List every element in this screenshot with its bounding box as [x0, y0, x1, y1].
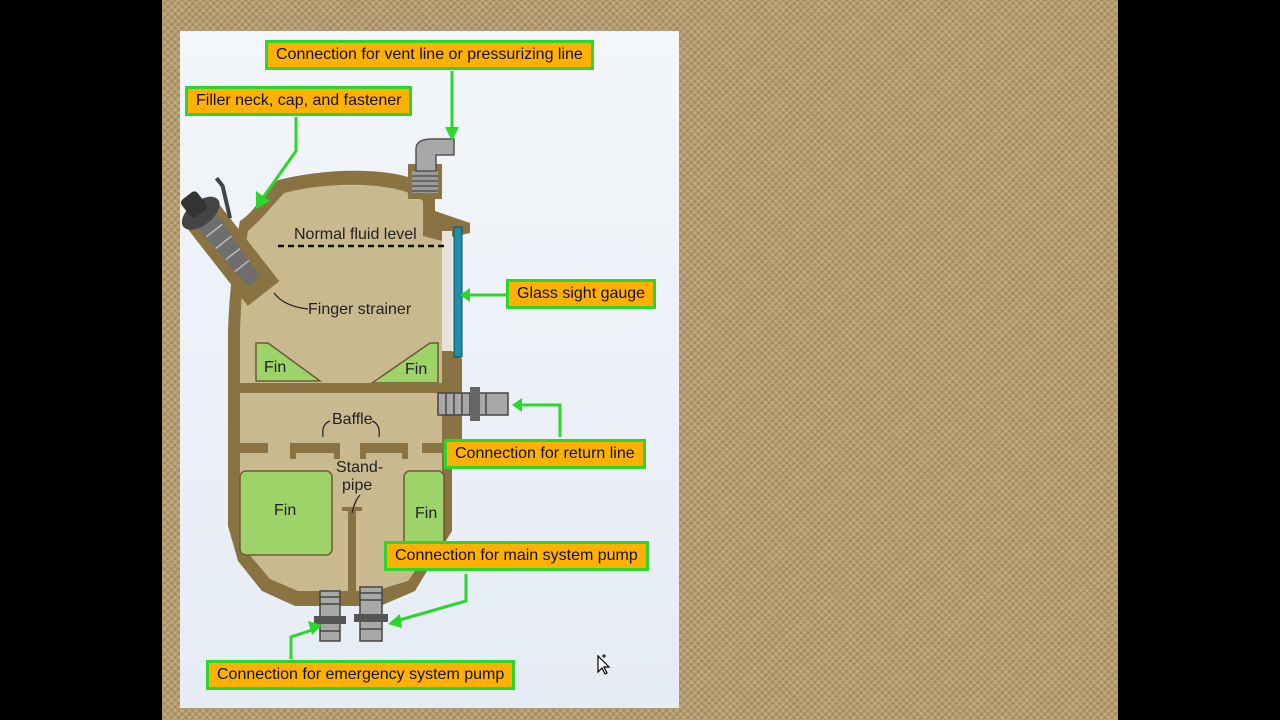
fluid-level-label: Normal fluid level [294, 226, 417, 243]
fin-bottom-left [239, 470, 333, 556]
fin-label-bottom-left: Fin [274, 502, 297, 519]
callout-return-line: Connection for return line [444, 439, 646, 469]
fin-label-bottom-right: Fin [415, 505, 438, 522]
baffle-label: Baffle [332, 411, 373, 428]
standpipe-label-line1: Stand- [336, 459, 384, 476]
baffle-plate-upper [240, 383, 443, 393]
baffle-segments [240, 443, 443, 459]
sight-glass [453, 226, 463, 358]
mouse-cursor-icon [597, 654, 611, 675]
main-fitting [354, 586, 388, 642]
leader-arrowheads [256, 127, 522, 635]
callout-sight-gauge: Glass sight gauge [506, 279, 657, 309]
vent-threads [412, 171, 438, 193]
callout-filler-neck: Filler neck, cap, and fastener [185, 86, 413, 116]
fin-label-top-left: Fin [264, 359, 287, 376]
callout-emergency-pump: Connection for emergency system pump [206, 660, 516, 690]
internal-leaders [273, 292, 380, 514]
sight-window [442, 231, 452, 351]
fin-label-top-right: Fin [405, 361, 428, 378]
reservoir-diagram: Normal fluid level Finger strainer Fin F… [180, 31, 679, 708]
reservoir-drawing [180, 71, 562, 659]
strainer-label: Finger strainer [308, 301, 412, 318]
callout-leaders [260, 71, 562, 659]
filler-assembly [180, 176, 280, 306]
standpipe [348, 509, 356, 591]
standpipe-label-line2: pipe [342, 477, 373, 494]
return-fitting [437, 387, 509, 421]
emergency-fitting [314, 590, 346, 642]
callout-vent-line: Connection for vent line or pressurizing… [265, 40, 594, 70]
vent-thread-lines [412, 175, 438, 192]
fin-top-left [255, 342, 323, 382]
vent-elbow [415, 138, 455, 172]
callout-main-pump: Connection for main system pump [384, 541, 649, 571]
